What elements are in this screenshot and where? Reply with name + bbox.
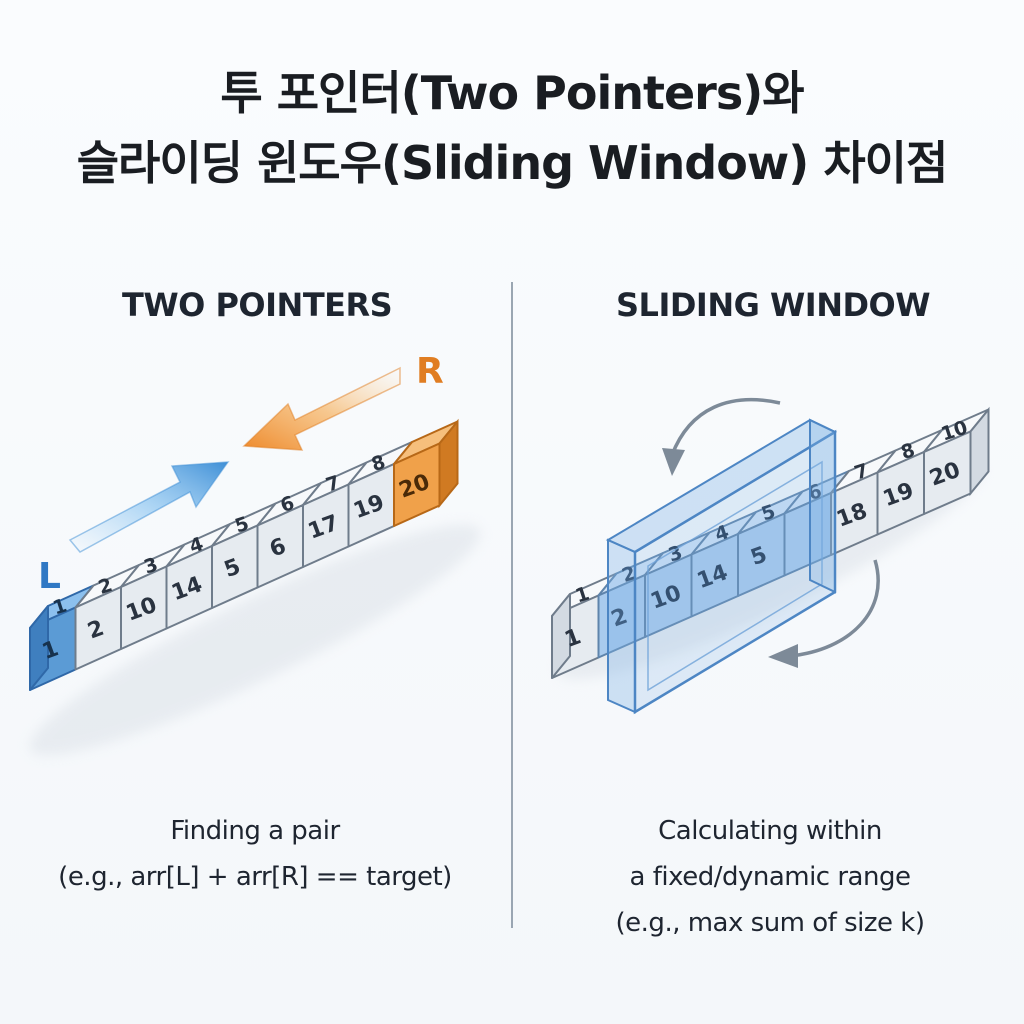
sliding-window-caption-line2: a fixed/dynamic range: [629, 862, 911, 892]
two-pointers-top-value: 2: [96, 574, 115, 599]
sliding-window-cube: 414: [690, 511, 757, 618]
two-pointers-caption: Finding a pair (e.g., arr[L] + arr[R] ==…: [0, 808, 510, 900]
two-pointers-end-cap: [438, 418, 459, 509]
right-pointer-label: R: [416, 351, 444, 392]
sliding-window-top-value: 1: [573, 583, 592, 608]
two-pointers-cube: 22: [74, 564, 140, 671]
sliding-window-heading: SLIDING WINDOW: [616, 286, 931, 324]
two-pointers-top-value: 7: [323, 472, 342, 497]
two-pointers-top-value: 5: [232, 513, 251, 538]
sliding-window-top-value: 4: [712, 521, 731, 546]
window-slide-arrow-top: [670, 397, 781, 456]
sliding-window-top-value: 7: [852, 460, 871, 485]
sliding-window-cube: 55: [737, 490, 804, 597]
two-pointers-caption-line2: (e.g., arr[L] + arr[R] == target): [58, 862, 452, 892]
page-title-line2: 슬라이딩 윈도우(Sliding Window) 차이점: [76, 136, 949, 190]
two-pointers-caption-line1: Finding a pair: [170, 816, 340, 846]
two-pointers-cube: 20: [393, 420, 459, 527]
two-pointers-cube: 717: [302, 461, 368, 568]
window-slide-arrow-bottom: [789, 559, 880, 658]
window-slide-arrowhead-bottom: [768, 644, 798, 668]
sliding-window-cube: 819: [876, 429, 943, 536]
sliding-window-caption: Calculating within a fixed/dynamic range…: [516, 808, 1024, 946]
two-pointers-cube: 819: [347, 441, 413, 548]
sliding-window-top-value: 3: [666, 542, 685, 567]
page-title-line1: 투 포인터(Two Pointers)와: [220, 66, 804, 120]
sliding-window-caption-line1: Calculating within: [658, 816, 882, 846]
window-slide-arrowhead-top: [662, 448, 685, 476]
two-pointers-cube: 310: [120, 543, 186, 650]
two-pointers-cube: 11: [29, 584, 95, 691]
sliding-window-caption-line3: (e.g., max sum of size k): [615, 908, 925, 938]
left-pointer-label: L: [38, 556, 61, 597]
two-pointers-top-value: 3: [141, 554, 160, 579]
two-pointers-top-value: 4: [187, 533, 206, 558]
sliding-window-cube: 11: [551, 572, 618, 679]
sliding-window-top-value: 2: [619, 562, 638, 587]
two-pointers-top-value: 1: [50, 595, 69, 620]
sliding-window-top-value: 8: [898, 439, 917, 464]
sliding-window-top-value: 5: [759, 501, 778, 526]
two-pointers-heading: TWO POINTERS: [122, 286, 393, 324]
left-pointer-arrow: [68, 461, 230, 553]
two-pointers-top-value: 8: [369, 451, 388, 476]
sliding-window-cube: 22: [597, 552, 664, 659]
sliding-window-end-cap: [969, 406, 990, 497]
two-pointers-cube: 55: [211, 502, 277, 609]
panel-divider: [511, 282, 513, 928]
sliding-window-frame: [605, 418, 838, 715]
two-pointers-cube: 414: [165, 523, 231, 630]
right-pointer-arrow: [242, 366, 401, 451]
two-pointers-top-value: 6: [278, 492, 297, 517]
